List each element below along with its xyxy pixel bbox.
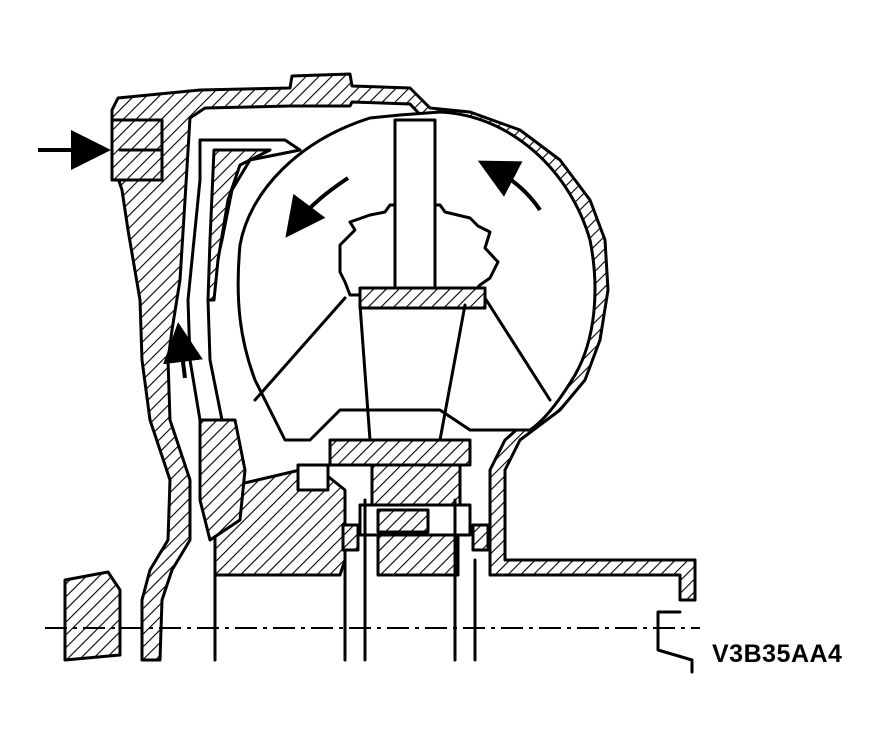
stator-hub <box>328 438 472 467</box>
figure-reference-code: V3B35AA4 <box>712 640 843 668</box>
seal-left <box>341 523 360 552</box>
turbine-arrow-left <box>285 176 350 238</box>
seal-right <box>471 523 490 552</box>
cover-flow-arrow-up <box>163 322 203 379</box>
flexplate-hub <box>63 570 122 662</box>
pump-arrow-right <box>477 160 542 212</box>
output-flange <box>656 610 694 674</box>
